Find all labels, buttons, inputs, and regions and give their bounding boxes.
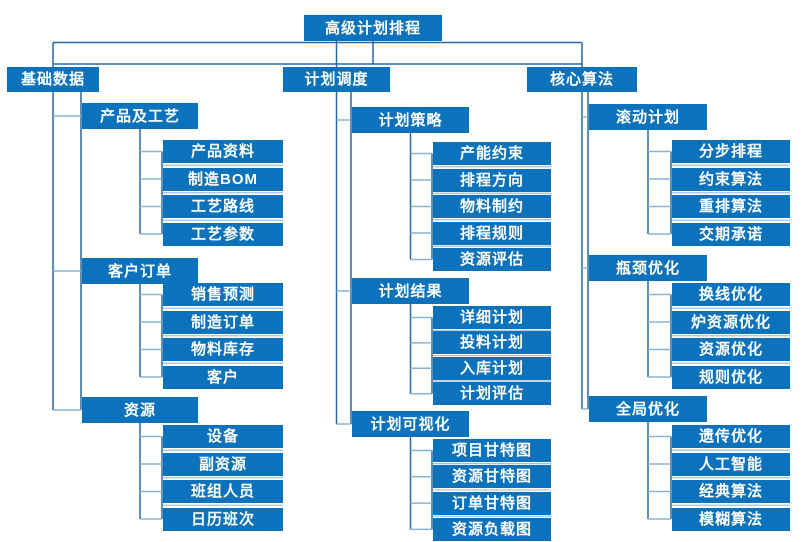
- leaf-node-2-0-2: 重排算法: [672, 195, 790, 218]
- group-node-2-0: 滚动计划: [589, 104, 707, 130]
- group-node-1-1: 计划结果: [352, 278, 469, 304]
- group-node-0-2: 资源: [82, 397, 198, 423]
- leaf-node-2-2-0: 遗传优化: [672, 425, 790, 448]
- leaf-node-0-0-0: 产品资料: [163, 140, 283, 163]
- leaf-node-1-1-0: 详细计划: [433, 306, 551, 329]
- group-node-0-1: 客户订单: [82, 258, 198, 284]
- leaf-node-0-1-0: 销售预测: [163, 283, 283, 306]
- leaf-node-1-1-1: 投料计划: [433, 331, 551, 355]
- leaf-node-0-2-3: 日历班次: [163, 507, 283, 531]
- group-node-0-0: 产品及工艺: [82, 103, 198, 129]
- leaf-node-1-0-1: 排程方向: [433, 168, 551, 192]
- leaf-node-0-0-1: 制造BOM: [163, 167, 283, 191]
- leaf-node-2-2-1: 人工智能: [672, 452, 790, 476]
- root-node: 高级计划排程: [304, 15, 442, 41]
- leaf-node-1-0-4: 资源评估: [433, 248, 551, 271]
- leaf-node-2-2-2: 经典算法: [672, 480, 790, 503]
- leaf-node-1-0-3: 排程规则: [433, 221, 551, 245]
- leaf-node-1-2-3: 资源负载图: [433, 517, 551, 541]
- leaf-node-0-2-1: 副资源: [163, 452, 283, 476]
- leaf-node-2-1-3: 规则优化: [672, 365, 790, 389]
- leaf-node-2-1-0: 换线优化: [672, 283, 790, 306]
- leaf-node-0-1-3: 客户: [163, 365, 283, 389]
- branch-node-1: 计划调度: [283, 67, 390, 92]
- leaf-node-2-1-1: 炉资源优化: [672, 310, 790, 334]
- branch-node-0: 基础数据: [7, 67, 99, 92]
- leaf-node-0-1-1: 制造订单: [163, 310, 283, 334]
- leaf-node-1-2-0: 项目甘特图: [433, 439, 551, 462]
- group-node-2-2: 全局优化: [589, 396, 707, 422]
- leaf-node-2-0-0: 分步排程: [672, 140, 790, 163]
- group-node-1-2: 计划可视化: [352, 411, 469, 437]
- leaf-node-1-1-2: 入库计划: [433, 356, 551, 380]
- leaf-node-1-2-2: 订单甘特图: [433, 491, 551, 515]
- group-node-2-1: 瓶颈优化: [589, 255, 707, 281]
- leaf-node-0-0-3: 工艺参数: [163, 222, 283, 246]
- leaf-node-2-1-2: 资源优化: [672, 338, 790, 361]
- leaf-node-2-0-3: 交期承诺: [672, 222, 790, 246]
- leaf-node-0-1-2: 物料库存: [163, 338, 283, 361]
- leaf-node-1-2-1: 资源甘特图: [433, 465, 551, 489]
- group-node-1-0: 计划策略: [352, 107, 469, 133]
- branch-node-2: 核心算法: [527, 67, 637, 92]
- leaf-node-0-0-2: 工艺路线: [163, 195, 283, 218]
- leaf-node-1-1-3: 计划评估: [433, 382, 551, 406]
- leaf-node-2-2-3: 模糊算法: [672, 507, 790, 531]
- leaf-node-0-2-0: 设备: [163, 425, 283, 448]
- leaf-node-1-0-2: 物料制约: [433, 195, 551, 218]
- leaf-node-0-2-2: 班组人员: [163, 480, 283, 503]
- leaf-node-2-0-1: 约束算法: [672, 167, 790, 191]
- leaf-node-1-0-0: 产能约束: [433, 142, 551, 165]
